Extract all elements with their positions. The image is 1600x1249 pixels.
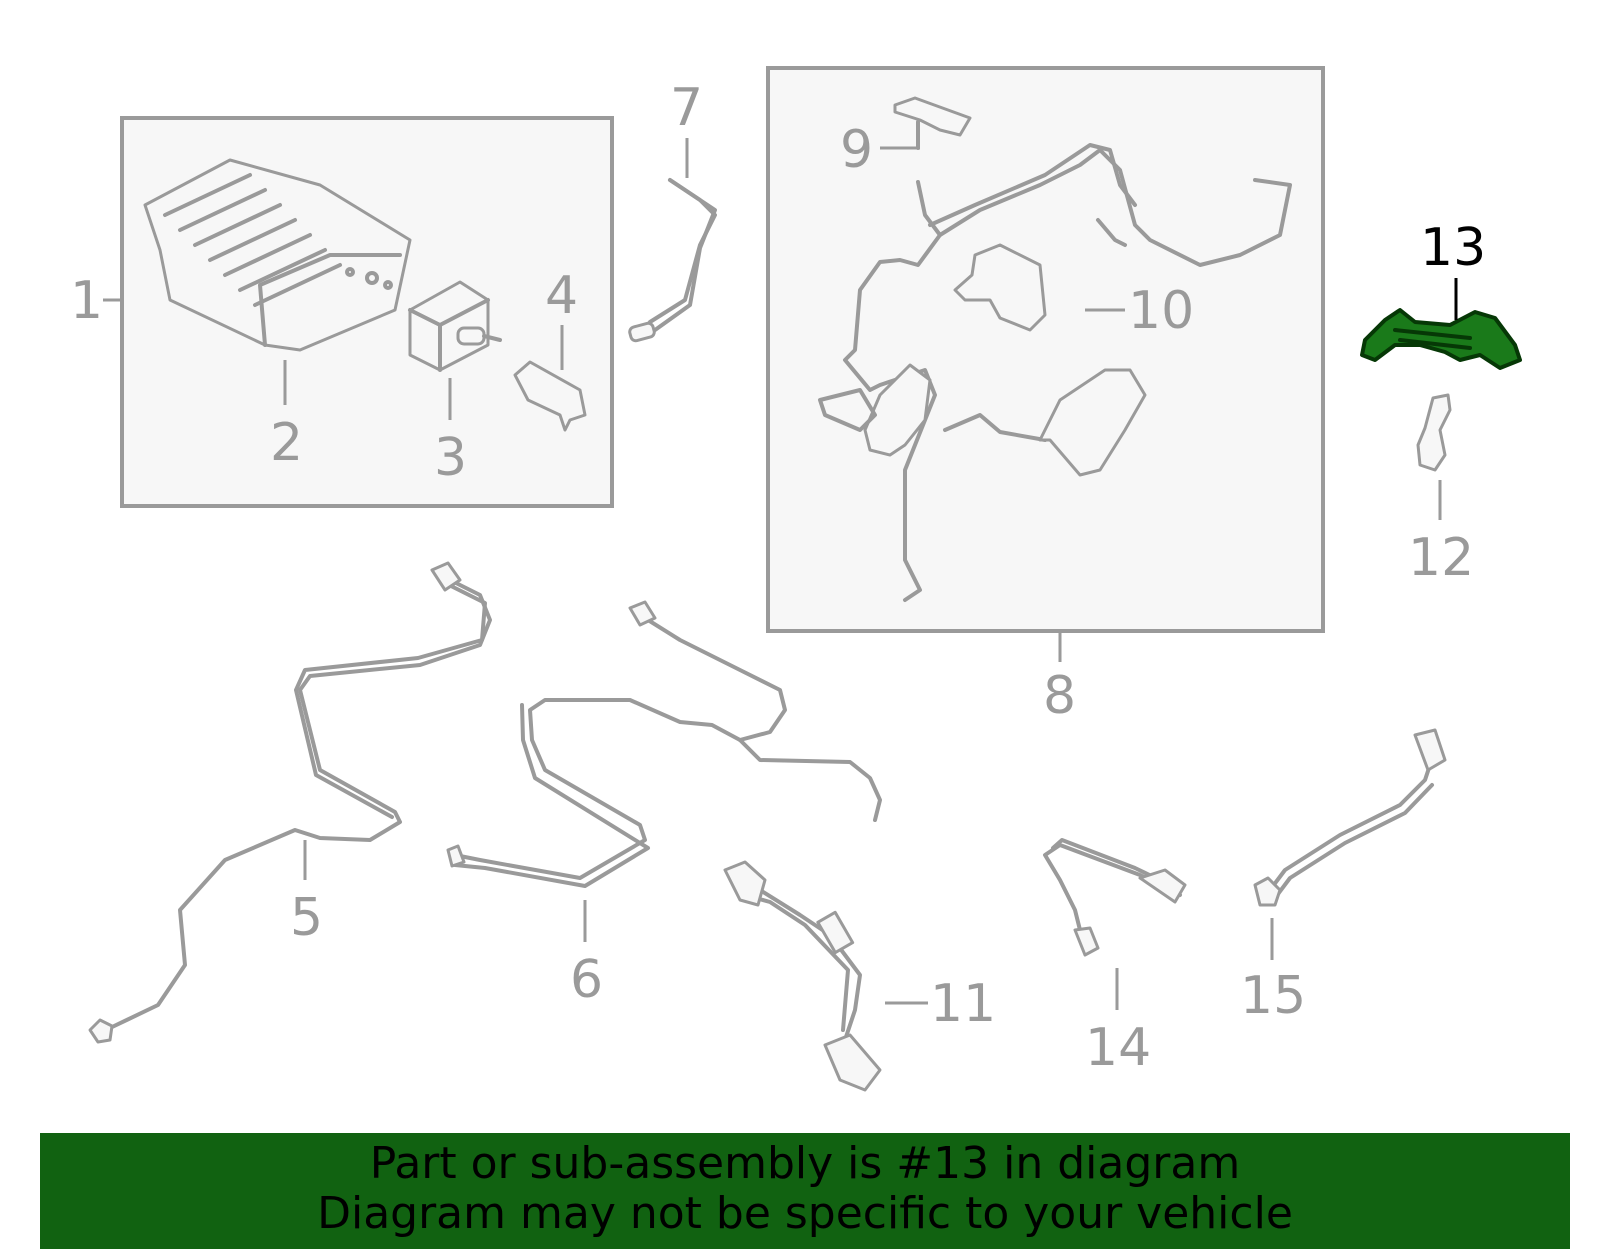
part-15-sensor[interactable] [1253,728,1447,907]
callout-5: 5 [290,888,323,948]
part-2-canister[interactable] [143,158,412,352]
callout-14: 14 [1085,1018,1151,1078]
callout-6: 6 [570,950,603,1010]
part-3-valve[interactable] [408,280,502,372]
part-14-sensor[interactable] [1043,838,1187,957]
callout-1: 1 [70,271,103,331]
callout-7: 7 [670,78,703,138]
part-5-tube[interactable] [88,561,492,1044]
callout-11: 11 [930,974,996,1034]
callout-15: 15 [1240,966,1306,1026]
callout-9: 9 [840,120,873,180]
part-6-tube[interactable] [446,600,882,888]
group-box-8 [766,66,1325,633]
callouts: 1 2 3 4 5 6 7 8 9 10 11 12 13 14 15 [70,78,1486,1078]
part-12-sensor[interactable] [1416,393,1452,472]
part-9-sensor[interactable] [893,96,972,150]
part-11-sensor[interactable] [723,860,882,1092]
part-8-harness[interactable] [818,143,1292,602]
part-13-hose[interactable] [1360,308,1522,370]
leader-lines [103,138,1458,1010]
callout-8: 8 [1043,666,1076,726]
callout-10: 10 [1128,281,1194,341]
banner-line-1: Part or sub-assembly is #13 in diagram [369,1138,1241,1189]
callout-3: 3 [434,428,467,488]
part-10-solenoid[interactable] [953,243,1047,332]
callout-4: 4 [545,266,578,326]
callout-12: 12 [1408,528,1474,588]
info-banner: Part or sub-assembly is #13 in diagram D… [40,1133,1570,1249]
banner-line-2: Diagram may not be specific to your vehi… [317,1188,1293,1239]
part-4-solenoid[interactable] [513,360,587,432]
part-7-sensor[interactable] [628,178,717,343]
callout-2: 2 [270,413,303,473]
callout-13: 13 [1420,218,1486,278]
